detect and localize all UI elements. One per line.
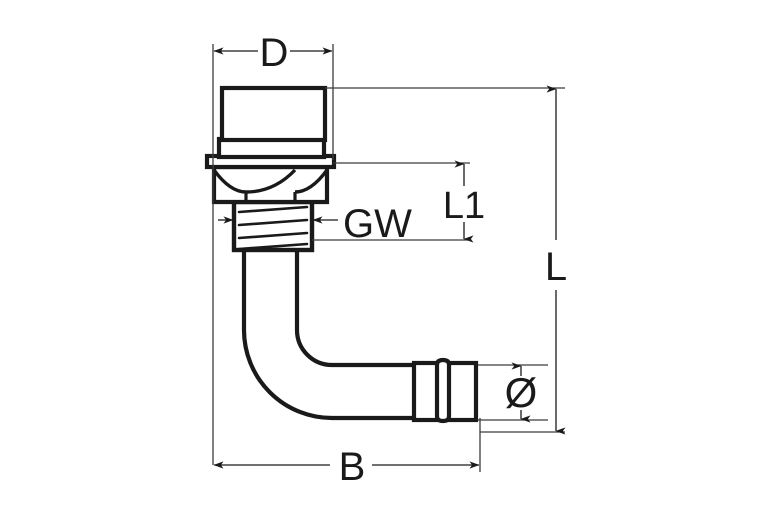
- dimension-l1: [312, 160, 474, 243]
- hose-barb: [411, 357, 479, 424]
- barb-ring: [434, 357, 452, 424]
- elbow-tube: [241, 248, 416, 421]
- label-l1: L1: [443, 185, 485, 227]
- dimension-labels: D GW L1 L Ø B: [260, 31, 568, 489]
- dimension-diameter: [478, 362, 548, 423]
- dimension-b: [213, 418, 481, 472]
- label-l: L: [545, 245, 567, 289]
- dimension-l: [325, 85, 566, 435]
- dimension-lines: [212, 44, 566, 472]
- thread-hatching: [237, 205, 309, 251]
- label-d: D: [260, 31, 289, 75]
- thread-section: [231, 199, 315, 253]
- label-gw: GW: [343, 202, 412, 246]
- label-diameter: Ø: [505, 369, 538, 416]
- fitting-geometry: [204, 85, 479, 424]
- label-b: B: [339, 445, 366, 489]
- cap-body: [219, 85, 328, 143]
- hex-nut: [211, 164, 330, 205]
- dimension-d: [212, 44, 334, 465]
